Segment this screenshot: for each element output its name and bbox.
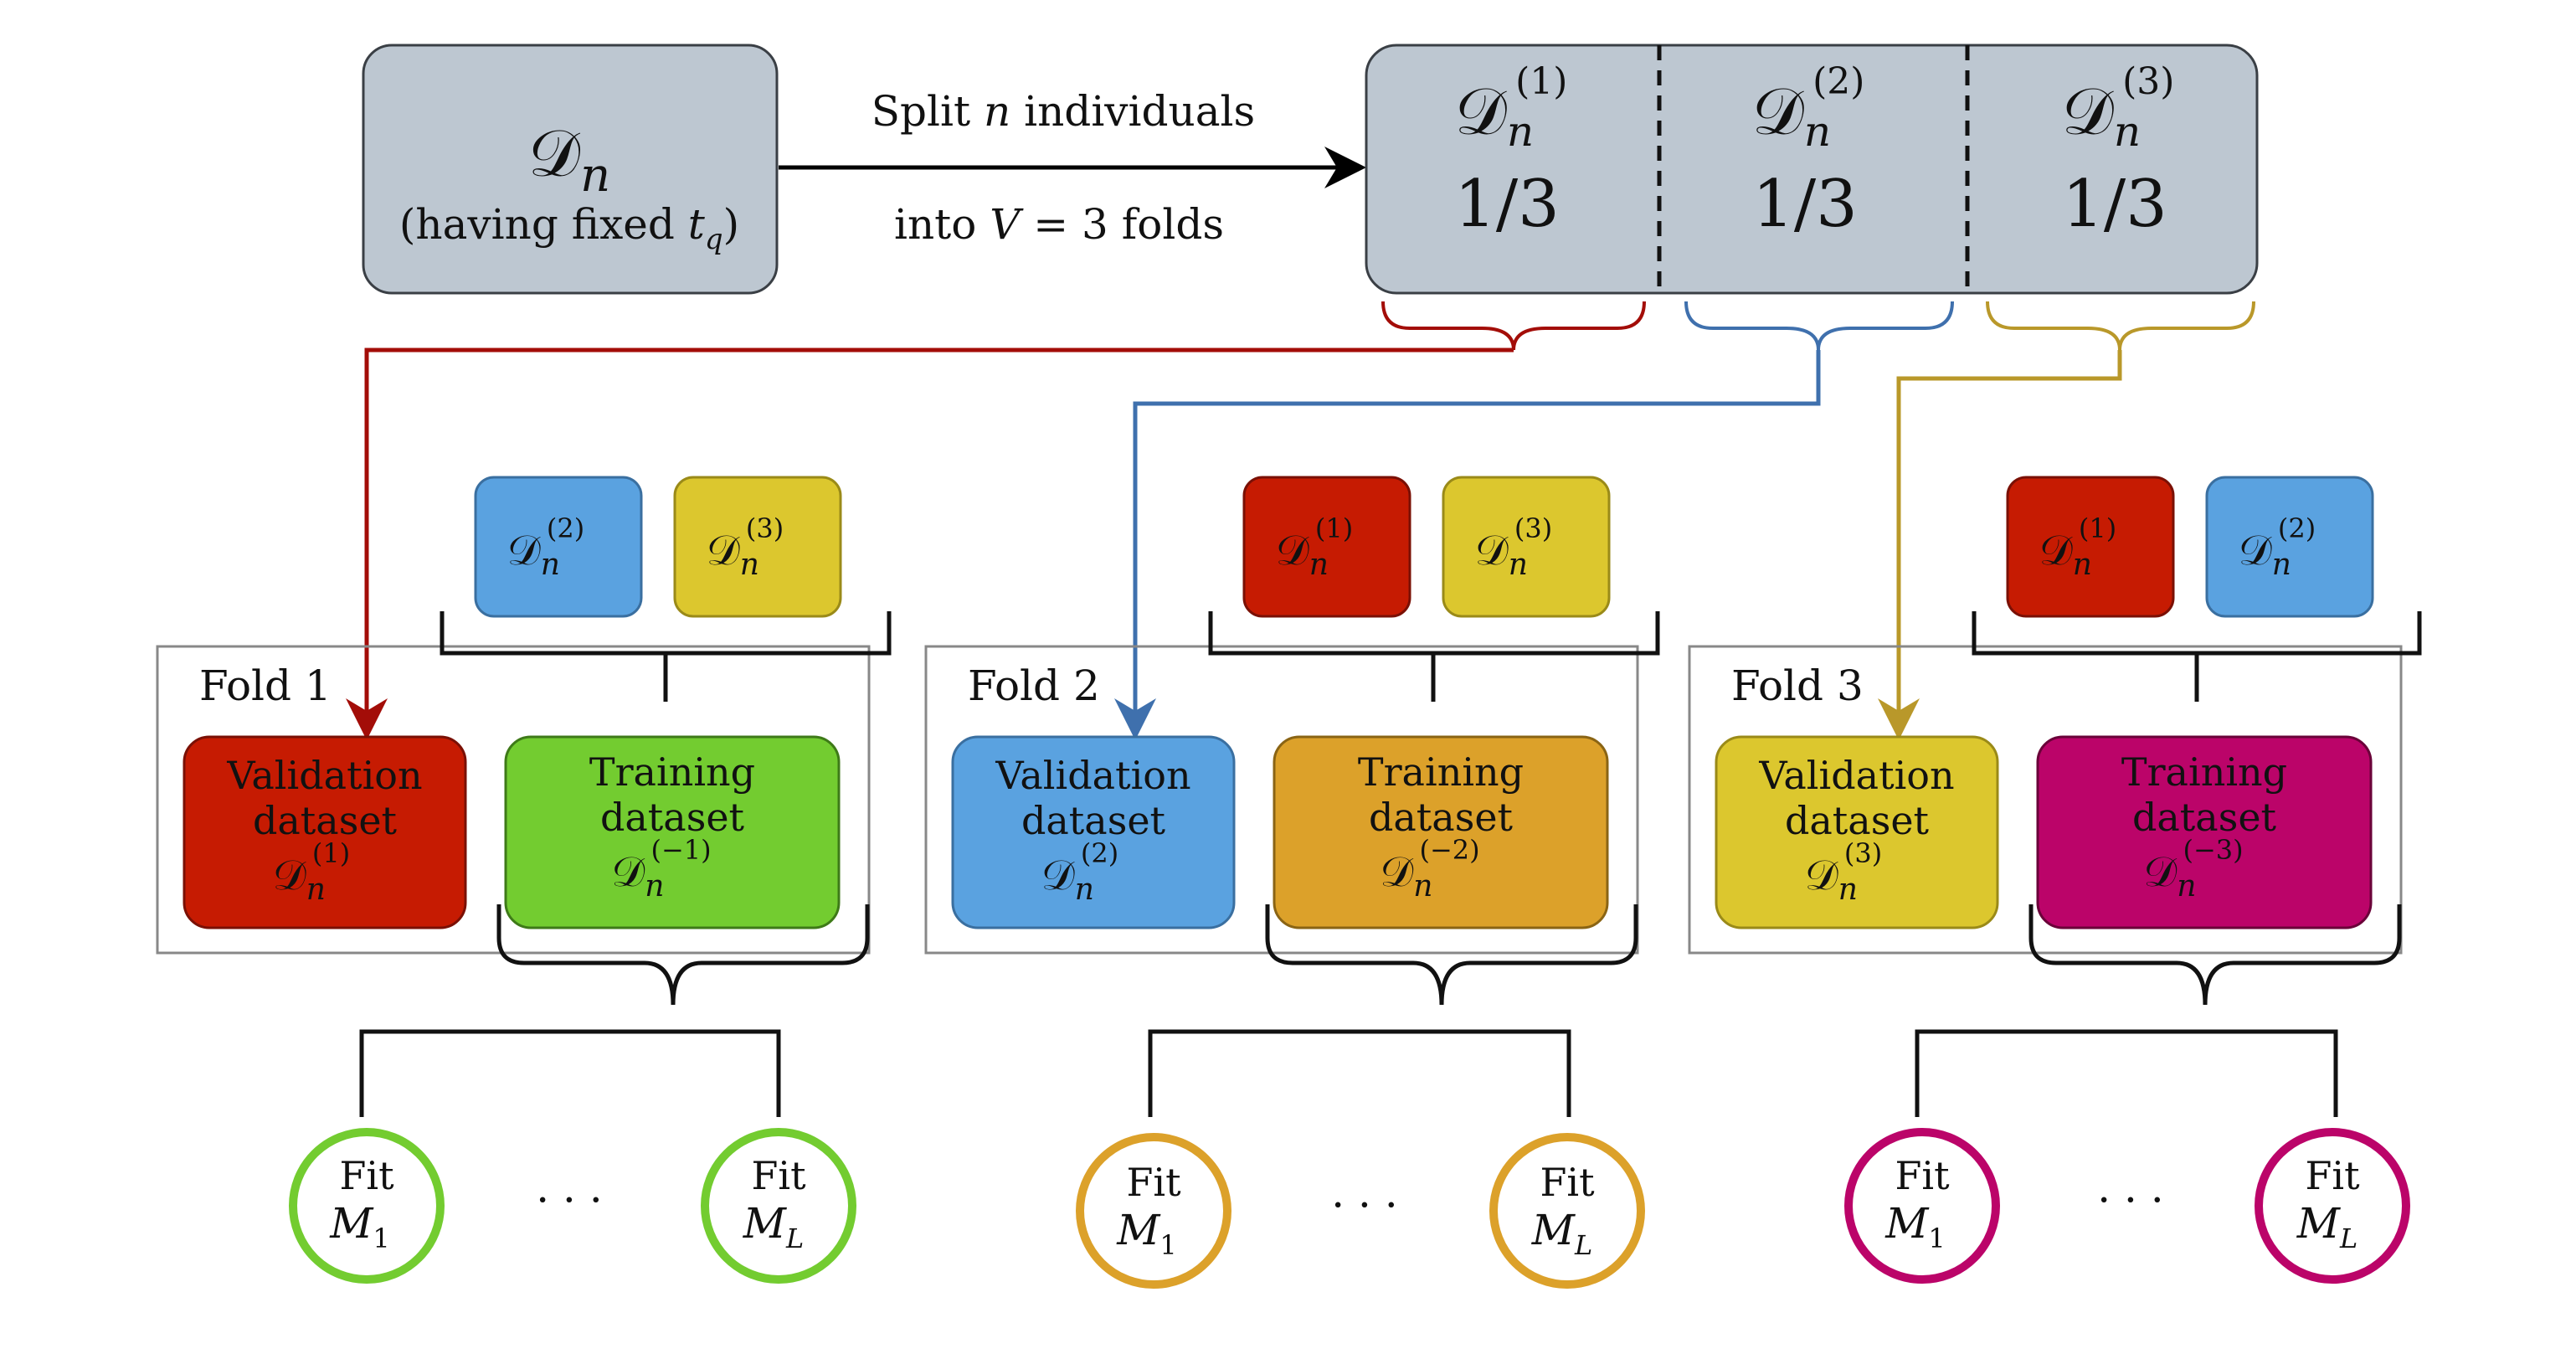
svg-text:𝒟n(−2): 𝒟n(−2) xyxy=(1380,834,1479,904)
partition-brace-1 xyxy=(1381,301,1646,351)
fold-3-input-b: 𝒟n(2) xyxy=(2205,476,2374,618)
fold-3-training-brace xyxy=(2028,904,2402,1006)
svg-text:𝒟n(1): 𝒟n(1) xyxy=(273,837,350,907)
svg-text:Validation: Validation xyxy=(1758,753,1954,798)
fold-1-fit-last: Fit ML xyxy=(701,1128,856,1284)
fold-1-fit-bracket xyxy=(359,1029,781,1117)
route-arrow-fold-2 xyxy=(1114,350,1821,740)
svg-text:𝒟n(3): 𝒟n(3) xyxy=(1805,837,1882,907)
svg-text:dataset: dataset xyxy=(1021,798,1166,843)
svg-text:Fit: Fit xyxy=(1126,1160,1181,1205)
fold-3: Fold 3 𝒟n(1) 𝒟n(2) Validation dataset 𝒟n… xyxy=(1688,476,2422,1284)
fold-2-ellipsis: · · · xyxy=(1331,1181,1397,1229)
fold-1: Fold 1 𝒟n(2) 𝒟n(3) Validation dataset 𝒟n… xyxy=(156,476,892,1284)
svg-text:ML: ML xyxy=(2296,1199,2357,1254)
svg-text:M1: M1 xyxy=(1116,1206,1177,1261)
source-dataset-caption: (having fixed tq) xyxy=(399,200,739,256)
svg-text:𝒟n(2): 𝒟n(2) xyxy=(507,512,584,582)
source-dataset-node: 𝒟n (having fixed tq) xyxy=(362,44,779,295)
fold-2-frame xyxy=(924,645,1639,955)
svg-text:Validation: Validation xyxy=(995,753,1190,798)
fold-1-label: Fold 1 xyxy=(199,662,332,710)
partition-2: 𝒟n(2) 1/3 xyxy=(1752,60,1865,242)
fold-1-ellipsis: · · · xyxy=(536,1176,602,1224)
svg-text:Training: Training xyxy=(2121,749,2287,795)
fold-2-label: Fold 2 xyxy=(968,662,1100,710)
svg-text:Fit: Fit xyxy=(339,1153,394,1198)
svg-text:𝒟n(2): 𝒟n(2) xyxy=(1041,837,1118,907)
fold-2-input-a: 𝒟n(1) xyxy=(1242,476,1411,618)
fold-2-training-brace xyxy=(1265,904,1638,1006)
fold-3-input-a: 𝒟n(1) xyxy=(2006,476,2175,618)
svg-text:M1: M1 xyxy=(329,1199,390,1254)
svg-text:𝒟n(2): 𝒟n(2) xyxy=(2239,512,2316,582)
fold-3-ellipsis: · · · xyxy=(2097,1176,2163,1224)
svg-text:Fit: Fit xyxy=(1540,1160,1595,1205)
svg-text:dataset: dataset xyxy=(253,798,398,843)
partition-1-symbol: 𝒟n(1) xyxy=(1455,60,1568,156)
fold-3-fit-first: Fit M1 xyxy=(1844,1128,2000,1284)
split-arrow-label-line2: into V = 3 folds xyxy=(894,200,1224,249)
svg-text:Fit: Fit xyxy=(1895,1153,1950,1198)
fold-1-input-b: 𝒟n(3) xyxy=(673,476,842,618)
route-arrow-fold-1 xyxy=(346,348,1514,740)
fold-2-input-bracket xyxy=(1208,611,1660,702)
svg-text:dataset: dataset xyxy=(600,795,745,840)
svg-text:dataset: dataset xyxy=(1369,795,1514,840)
fold-3-frame xyxy=(1688,645,2403,955)
split-arrow: Split n individuals into V = 3 folds xyxy=(779,87,1366,249)
partition-2-fraction: 1/3 xyxy=(1752,167,1858,242)
svg-text:Training: Training xyxy=(589,749,755,795)
fold-3-label: Fold 3 xyxy=(1731,662,1864,710)
fold-2-training-node: Training dataset 𝒟n(−2) xyxy=(1273,735,1609,929)
fold-1-fit-first: Fit M1 xyxy=(289,1128,445,1284)
svg-text:𝒟n(1): 𝒟n(1) xyxy=(2039,512,2116,582)
partition-3: 𝒟n(3) 1/3 xyxy=(2062,60,2175,242)
partition-2-symbol: 𝒟n(2) xyxy=(1752,60,1865,156)
fold-2-fit-last: Fit ML xyxy=(1489,1133,1645,1289)
partition-1-fraction: 1/3 xyxy=(1454,167,1560,242)
fold-1-input-a: 𝒟n(2) xyxy=(474,476,643,618)
partition-3-fraction: 1/3 xyxy=(2062,167,2167,242)
svg-text:𝒟n(3): 𝒟n(3) xyxy=(707,512,784,582)
fold-3-fit-last: Fit ML xyxy=(2255,1128,2410,1284)
fold-3-input-bracket xyxy=(1972,611,2422,702)
route-arrow-fold-3 xyxy=(1878,350,2122,740)
svg-text:ML: ML xyxy=(1531,1206,1592,1261)
split-arrow-label-line1: Split n individuals xyxy=(872,87,1255,136)
fold-3-validation-node: Validation dataset 𝒟n(3) xyxy=(1715,735,1999,929)
svg-text:𝒟n(1): 𝒟n(1) xyxy=(1276,512,1353,582)
partition-1: 𝒟n(1) 1/3 xyxy=(1454,60,1567,242)
partition-brace-3 xyxy=(1986,301,2255,351)
fold-2-input-b: 𝒟n(3) xyxy=(1442,476,1611,618)
svg-text:dataset: dataset xyxy=(2132,795,2277,840)
svg-text:Validation: Validation xyxy=(226,753,422,798)
fold-1-input-bracket xyxy=(440,611,892,702)
source-dataset-label: 𝒟n xyxy=(528,116,610,203)
fold-2-fit-bracket xyxy=(1148,1029,1571,1117)
svg-text:dataset: dataset xyxy=(1785,798,1930,843)
svg-text:M1: M1 xyxy=(1884,1199,1946,1254)
svg-text:𝒟n(3): 𝒟n(3) xyxy=(1475,512,1552,582)
fold-1-frame xyxy=(156,645,871,955)
fold-1-training-node: Training dataset 𝒟n(−1) xyxy=(504,735,841,929)
fold-3-training-node: Training dataset 𝒟n(−3) xyxy=(2036,735,2373,929)
svg-text:𝒟n(−1): 𝒟n(−1) xyxy=(611,834,711,904)
partition-3-symbol: 𝒟n(3) xyxy=(2062,60,2175,156)
fold-2-fit-first: Fit M1 xyxy=(1076,1133,1231,1289)
partition-brace-2 xyxy=(1684,301,1954,351)
fold-1-validation-node: Validation dataset 𝒟n(1) xyxy=(183,735,467,929)
svg-text:Fit: Fit xyxy=(751,1153,806,1198)
svg-text:ML: ML xyxy=(743,1199,804,1254)
fold-3-fit-bracket xyxy=(1915,1029,2338,1117)
fold-1-training-brace xyxy=(496,904,870,1006)
svg-text:Fit: Fit xyxy=(2305,1153,2360,1198)
fold-2: Fold 2 𝒟n(1) 𝒟n(3) Validation dataset 𝒟n… xyxy=(924,476,1660,1289)
partitioned-dataset-node: 𝒟n(1) 1/3 𝒟n(2) 1/3 𝒟n(3) 1/3 xyxy=(1365,44,2259,295)
fold-2-validation-node: Validation dataset 𝒟n(2) xyxy=(951,735,1236,929)
svg-text:𝒟n(−3): 𝒟n(−3) xyxy=(2143,834,2243,904)
svg-text:Training: Training xyxy=(1358,749,1524,795)
